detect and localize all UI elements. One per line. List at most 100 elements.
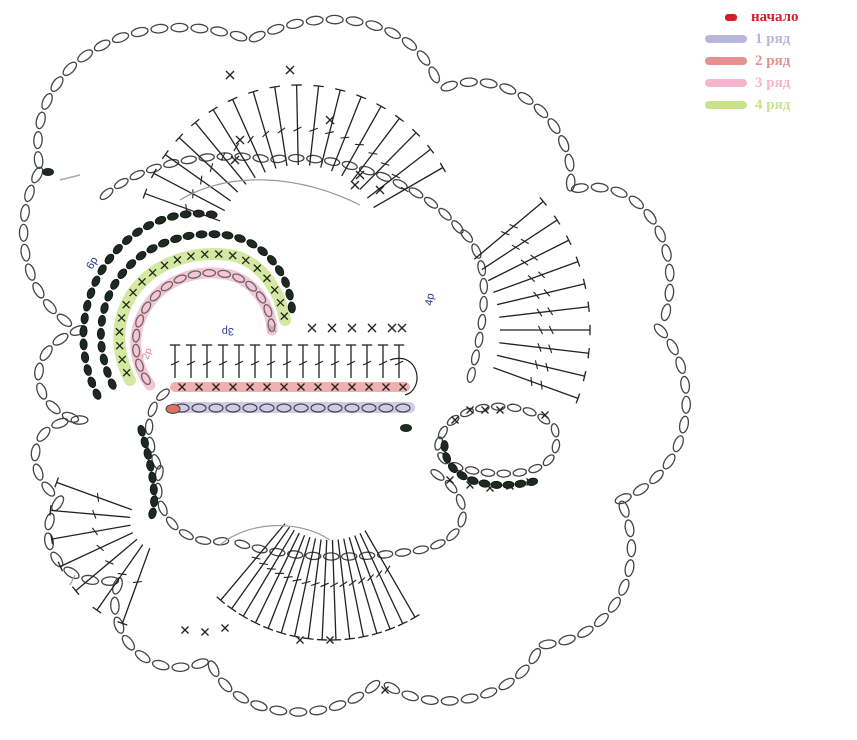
single-crochet-x [325, 115, 335, 125]
petal-chain-arc-6 [30, 415, 120, 586]
single-crochet-x [270, 285, 279, 294]
chain-stitch [664, 263, 675, 282]
chain-stitch [20, 203, 30, 222]
chain-stitch [45, 400, 61, 415]
row-1-chain-stitch [191, 403, 207, 413]
chain-stitch [286, 550, 304, 559]
bead-stitch [86, 287, 96, 299]
chain-stitch [20, 243, 31, 262]
chain-stitch [180, 155, 197, 165]
chain-stitch [165, 516, 179, 531]
bead-stitch [79, 338, 88, 351]
treble-stitch [373, 162, 447, 209]
row-1-chain-stitch [259, 403, 275, 413]
chain-stitch [358, 165, 375, 176]
treble-stitch [92, 544, 144, 614]
row-1-chain-stitch [361, 403, 377, 413]
chain-stitch [101, 576, 120, 586]
bead-stitch [80, 312, 89, 325]
chain-stitch [558, 634, 576, 646]
chain-stitch [93, 39, 111, 52]
treble-stitch [49, 505, 131, 519]
treble-stitch [330, 94, 367, 172]
chain-stitch [557, 135, 570, 153]
bead-stitch [100, 302, 109, 314]
chain-stitch [232, 273, 246, 283]
chain-stitch [564, 153, 575, 172]
start-marker-icon [725, 13, 737, 21]
chain-stitch [522, 407, 537, 417]
chain-stitch [322, 552, 340, 561]
chain-stitch [466, 366, 476, 383]
bead-stitch [150, 495, 159, 508]
chain-stitch [32, 463, 44, 481]
chain-stitch [626, 539, 637, 558]
single-crochet-x [235, 135, 245, 145]
bead-stitch [456, 471, 468, 481]
treble-stitch [276, 536, 311, 635]
treble-stitch [393, 344, 405, 378]
bead-stitch [442, 452, 452, 464]
row-1-chain-stitch [327, 403, 343, 413]
single-crochet-x [246, 383, 254, 391]
treble-stitch [281, 344, 293, 378]
treble-stitch [348, 537, 383, 636]
chain-stitch [110, 596, 120, 615]
bead-stitch [140, 436, 149, 449]
single-crochet-x [253, 264, 262, 273]
single-crochet-x [355, 170, 365, 180]
treble-stitch [227, 526, 291, 613]
chain-stitch [480, 468, 496, 477]
chain-stitch [269, 705, 288, 716]
single-crochet-x [331, 383, 339, 391]
chain-stitch [477, 313, 487, 331]
row-1-chain-stitch [242, 403, 258, 413]
center-rows [113, 247, 415, 414]
chain-stitch [132, 343, 141, 358]
chain-stitch [323, 157, 341, 167]
chain-stitch [217, 269, 232, 279]
bead-stitch [125, 259, 137, 270]
treble-stitch [499, 301, 590, 318]
chain-stitch [113, 177, 129, 190]
bead-stitch [158, 238, 170, 248]
single-crochet-x [481, 406, 489, 414]
chain-stitch [358, 551, 376, 561]
row-3-chain [132, 268, 276, 386]
chain-stitch [384, 27, 401, 40]
chain-stitch [675, 356, 687, 375]
single-crochet-x [138, 277, 146, 286]
chain-stitch [178, 529, 194, 541]
treble-stitch [313, 344, 325, 378]
bead-stitch [148, 471, 157, 484]
label-row-3: 3р [222, 325, 234, 337]
hook-curve [389, 357, 418, 396]
start-marker [165, 404, 181, 414]
petal-chain-arc-5 [110, 577, 381, 717]
chain-stitch [135, 358, 144, 372]
chain-stitch [232, 690, 250, 704]
chain-stitch [234, 152, 251, 161]
bead-stitch [104, 253, 115, 265]
chain-stitch [610, 186, 628, 198]
bead-stitch [79, 325, 88, 338]
row-4-highlight [113, 247, 291, 386]
single-crochet-x [115, 327, 124, 336]
chain-stitch [50, 76, 64, 93]
petal-chain-arc-4 [383, 500, 637, 706]
treble-stitch [350, 114, 404, 183]
treble-stitch [377, 344, 389, 378]
treble-stitch [345, 344, 357, 378]
chain-stitch [195, 536, 212, 545]
single-crochet-x [221, 624, 229, 632]
bead-stitch [137, 425, 146, 437]
bead-stitch [148, 507, 157, 520]
chain-stitch [341, 160, 358, 171]
bead-stitch [514, 479, 527, 488]
single-crochet-x [160, 261, 169, 270]
bead-stitch [179, 210, 192, 219]
treble-stitch [499, 342, 590, 359]
bead-stitch [135, 251, 147, 261]
chain-stitch [430, 539, 446, 550]
chain-stitch [412, 545, 429, 555]
